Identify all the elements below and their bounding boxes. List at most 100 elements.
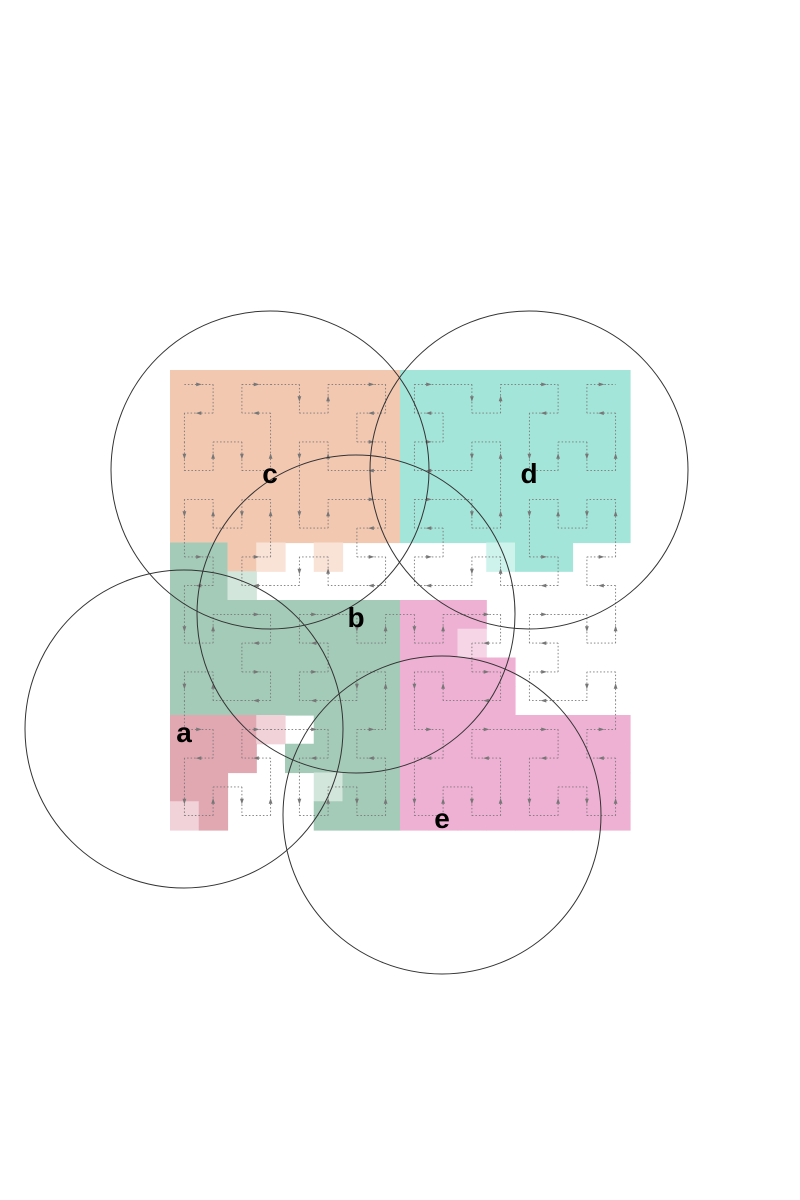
path-arrow-icon (470, 798, 474, 805)
path-arrow-icon (311, 670, 317, 674)
path-arrow-icon (541, 670, 547, 674)
path-arrow-icon (368, 526, 374, 530)
grid-cell-a (198, 801, 229, 831)
path-arrow-icon (483, 698, 489, 703)
grid-cell-b (256, 628, 286, 659)
path-arrow-icon (195, 411, 202, 415)
path-arrow-icon (253, 555, 260, 559)
grid-cell-c (371, 456, 401, 486)
grid-cell-b (371, 628, 401, 659)
path-arrow-icon (498, 453, 503, 459)
path-arrow-icon (483, 727, 490, 732)
path-arrow-icon (527, 798, 532, 805)
path-arrow-icon (182, 626, 187, 632)
grid-cell-d (572, 513, 602, 544)
path-arrow-icon (613, 510, 618, 517)
path-arrow-icon (441, 798, 445, 804)
grid-cell-e (428, 743, 459, 774)
path-arrow-icon (383, 683, 388, 689)
path-arrow-icon (211, 625, 215, 632)
grid-cell-b (198, 571, 229, 601)
grid-cell-e (428, 628, 459, 659)
coverage-circle-a (24, 569, 344, 889)
path-arrow-icon (598, 411, 604, 415)
path-arrow-icon (182, 683, 187, 690)
path-arrow-icon (383, 798, 388, 804)
grid-cell-d (486, 398, 516, 429)
path-arrow-icon (211, 510, 215, 517)
path-arrow-icon (540, 641, 547, 645)
path-arrow-icon (368, 555, 375, 559)
grid-cell-d (457, 456, 487, 486)
grid-cell-c (371, 513, 401, 544)
path-arrow-icon (196, 382, 202, 387)
grid-cell-b (313, 801, 344, 831)
path-arrow-icon (598, 756, 604, 760)
grid-cell-c (313, 398, 344, 429)
grid-cell-d (601, 370, 631, 400)
grid-cell-b (342, 686, 372, 716)
grid-cell-c (371, 398, 401, 429)
path-arrow-icon (441, 625, 445, 632)
region-labels: c d b a e (176, 458, 537, 834)
path-arrow-icon (368, 497, 375, 502)
path-arrow-icon (412, 798, 417, 805)
path-arrow-icon (470, 396, 474, 402)
path-arrow-icon (598, 583, 604, 588)
grid-cell-c (313, 513, 344, 544)
path-arrow-icon (310, 756, 317, 760)
path-arrow-icon (540, 583, 547, 588)
grid-cell-b (371, 715, 401, 745)
path-arrow-icon (541, 555, 547, 559)
grid-cell-a (198, 743, 229, 774)
coverage-circle-b (196, 454, 516, 774)
path-arrow-icon (498, 798, 503, 804)
path-arrow-icon (541, 612, 547, 617)
path-arrow-icon (368, 411, 374, 415)
path-arrow-icon (253, 612, 260, 617)
path-arrow-icon (268, 510, 273, 517)
path-arrow-icon (253, 583, 259, 588)
path-arrow-icon (527, 511, 532, 517)
path-arrow-icon (182, 453, 187, 460)
path-arrow-icon (253, 727, 260, 732)
path-arrow-icon (556, 510, 560, 517)
grid-cell-c (256, 456, 286, 486)
path-arrow-icon (326, 568, 330, 574)
path-arrow-icon (613, 798, 618, 804)
grid-cell-b (198, 628, 229, 659)
path-arrow-icon (426, 727, 432, 732)
path-arrow-icon (441, 683, 445, 689)
label-d: d (520, 458, 537, 489)
path-arrow-icon (598, 382, 605, 387)
grid-cell-c (256, 542, 286, 572)
grid-cell-e (543, 743, 574, 774)
path-arrow-icon (541, 382, 547, 387)
path-arrow-icon (368, 440, 375, 444)
grid-cell-c (198, 398, 229, 429)
path-arrow-icon (211, 683, 215, 689)
path-arrow-icon (297, 511, 302, 517)
grid-cell-b (371, 801, 401, 831)
path-arrow-icon (368, 727, 375, 732)
grid-cell-c (198, 456, 229, 486)
coverage-circles (24, 310, 689, 975)
grid-cell-d (601, 456, 631, 486)
path-arrow-icon (297, 453, 302, 460)
coverage-circle-c (110, 310, 430, 630)
grid-cell-d (486, 513, 516, 544)
grid-cell-e (543, 801, 574, 831)
traversal-paths (182, 382, 618, 817)
grid-cell-e (486, 686, 516, 716)
region-cells (170, 370, 631, 831)
path-arrow-icon (425, 583, 432, 588)
path-arrow-icon (253, 698, 259, 703)
grid-cell-b (256, 686, 286, 716)
path-arrow-icon (211, 453, 215, 459)
path-arrow-icon (297, 568, 302, 575)
path-arrow-icon (355, 626, 359, 632)
path-arrow-icon (253, 670, 260, 674)
path-arrow-icon (268, 798, 273, 804)
path-arrow-icon (483, 670, 490, 674)
